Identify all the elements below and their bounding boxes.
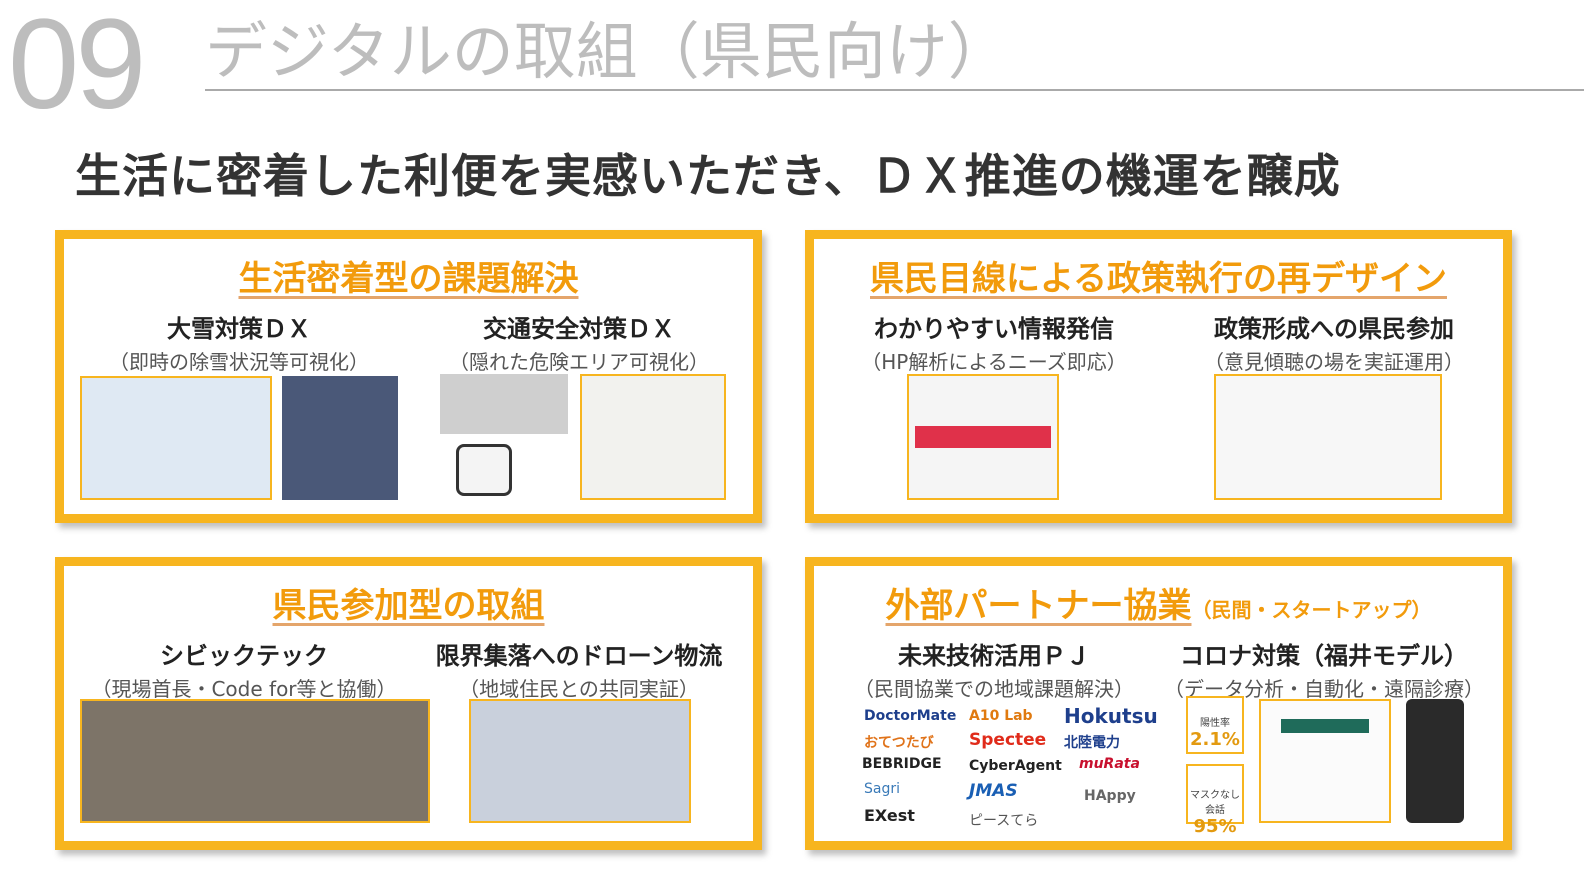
panel-title-note: （民間・スタートアップ） <box>1191 598 1432 622</box>
item-desc: （即時の除雪状況等可視化） <box>109 350 369 374</box>
partner-logo: EXest <box>864 806 915 825</box>
item-heading: 未来技術活用ＰＪ <box>898 642 1090 670</box>
item-desc: （隠れた危険エリア可視化） <box>449 350 709 374</box>
item-heading: 政策形成への県民参加 <box>1214 315 1454 343</box>
partner-logo: BEBRIDGE <box>862 756 942 772</box>
car-interior-image <box>440 374 568 434</box>
panel-title: 県民参加型の取組 <box>272 586 545 626</box>
item-heading: シビックテック <box>160 642 328 670</box>
panel-title: 生活密着型の課題解決 <box>238 259 579 299</box>
partner-logo: HAppy <box>1084 788 1136 804</box>
panel-external-partners: 外部パートナー協業（民間・スタートアップ） 未来技術活用ＰＪ （民間協業での地域課… <box>805 557 1512 850</box>
partner-logo: おてつたび <box>864 735 934 751</box>
item-heading: 交通安全対策ＤＸ <box>483 315 675 343</box>
partner-logo: 北陸電力 <box>1064 735 1120 751</box>
partner-logo: CyberAgent <box>969 758 1062 774</box>
item-heading: 限界集落へのドローン物流 <box>435 642 723 670</box>
website-screenshot-image <box>907 374 1059 500</box>
partner-logo: DoctorMate <box>864 708 957 724</box>
page-subtitle: 生活に密着した利便を実感いただき、ＤＸ推進の機運を醸成 <box>75 149 1341 203</box>
item-desc: （民間協業での地域課題解決） <box>854 677 1134 701</box>
partner-logo: muRata <box>1079 756 1140 772</box>
title-divider <box>205 89 1584 91</box>
civictech-photos-image <box>80 699 430 823</box>
danger-area-map-image <box>580 374 726 500</box>
item-desc: （意見傾聴の場を実証運用） <box>1204 350 1464 374</box>
partner-logo: Spectee <box>969 730 1047 750</box>
partner-logo: A10 Lab <box>969 708 1033 724</box>
road-camera-grid-image <box>282 376 398 500</box>
telemedicine-phone-image <box>1406 699 1464 823</box>
drone-delivery-photos-image <box>469 699 691 823</box>
device-image <box>456 444 512 496</box>
item-desc: （地域住民との共同実証） <box>459 677 699 701</box>
panel-title: 県民目線による政策執行の再デザイン <box>870 259 1447 299</box>
item-heading: わかりやすい情報発信 <box>874 315 1114 343</box>
item-desc: （HP解析によるニーズ即応） <box>861 350 1127 374</box>
item-desc: （現場首長・Code for等と協働） <box>91 677 397 701</box>
partner-logo: ピースてら <box>969 813 1039 829</box>
section-number: 09 <box>8 0 146 136</box>
page-title: デジタルの取組（県民向け） <box>205 15 1010 88</box>
snow-map-image <box>80 376 272 500</box>
panel-citizen-participation: 県民参加型の取組 シビックテック （現場首長・Code for等と協働） 限界集落… <box>55 557 762 850</box>
vaccine-booking-screenshot-image <box>1259 699 1391 823</box>
opinion-platform-screenshot-image <box>1214 374 1442 500</box>
partner-logo: Sagri <box>864 781 900 797</box>
item-heading: コロナ対策（福井モデル） <box>1180 642 1468 670</box>
panel-daily-life: 生活密着型の課題解決 大雪対策ＤＸ （即時の除雪状況等可視化） 交通安全対策ＤＸ （… <box>55 230 762 523</box>
partner-logo: Hokutsu <box>1064 704 1158 728</box>
partner-logo: JMAS <box>969 781 1018 801</box>
panel-policy-redesign: 県民目線による政策執行の再デザイン わかりやすい情報発信 （HP解析によるニーズ即… <box>805 230 1512 523</box>
panel-title: 外部パートナー協業 <box>885 586 1192 626</box>
item-heading: 大雪対策ＤＸ <box>167 315 311 343</box>
